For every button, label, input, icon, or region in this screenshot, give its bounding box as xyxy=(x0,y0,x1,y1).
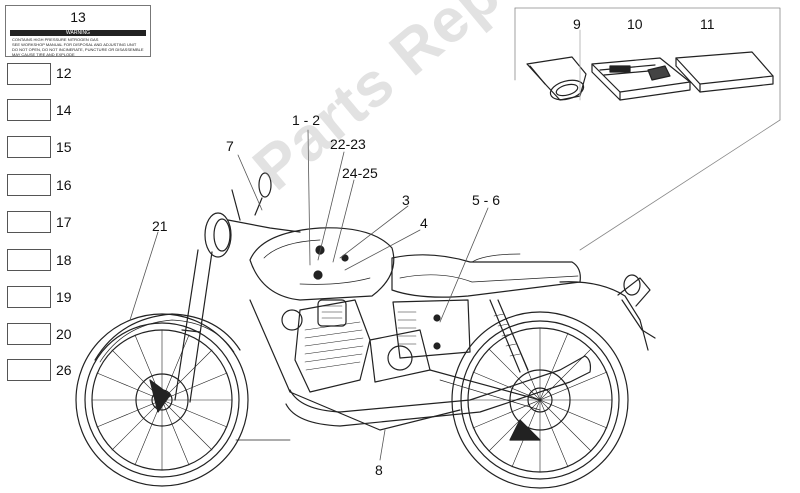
callout-11: 11 xyxy=(700,16,715,32)
kit-panel-outline xyxy=(514,7,781,121)
owner-book-11 xyxy=(675,51,774,93)
callout-5-6: 5 - 6 xyxy=(472,192,501,208)
sticker-number-18: 18 xyxy=(56,252,72,268)
sticker-number-20: 20 xyxy=(56,326,72,342)
warning-label-line: MAY CAUSE TIRE AND EXPLODE xyxy=(12,52,75,57)
sticker-box-16 xyxy=(7,174,51,196)
engine xyxy=(281,299,431,393)
callout-9: 9 xyxy=(573,16,581,32)
warning-label-number: 13 xyxy=(70,9,86,25)
sticker-number-12: 12 xyxy=(56,65,72,81)
fuel-tank xyxy=(249,227,395,301)
mirror xyxy=(258,172,272,198)
swingarm xyxy=(429,369,541,401)
mirror-stem xyxy=(254,197,263,216)
tail-light-mount xyxy=(617,277,651,307)
sticker-box-17 xyxy=(7,211,51,233)
sticker-number-14: 14 xyxy=(56,102,72,118)
rear-caliper xyxy=(509,419,541,441)
handlebar xyxy=(227,219,301,233)
sticker-number-26: 26 xyxy=(56,362,72,378)
tail-light xyxy=(623,274,641,296)
callout-22-23: 22-23 xyxy=(330,136,366,152)
sticker-box-12 xyxy=(7,63,51,85)
front-caliper xyxy=(149,379,171,413)
sticker-box-14 xyxy=(7,99,51,121)
kit-panel-outline xyxy=(579,119,781,251)
sticker-number-16: 16 xyxy=(56,177,72,193)
warning-label-13: 13 WARNING CONTAINS HIGH PRESSURE NITROG… xyxy=(5,5,151,57)
rear-frame xyxy=(559,281,649,351)
exhaust-pipe xyxy=(285,355,592,427)
sticker-box-20 xyxy=(7,323,51,345)
warning-label-heading: WARNING xyxy=(10,30,146,36)
sticker-number-15: 15 xyxy=(56,139,72,155)
warning-label-line: SEE WORKSHOP MANUAL FOR DISPOSAL AND ADJ… xyxy=(12,42,137,47)
side-panel xyxy=(392,299,471,359)
headlight xyxy=(204,212,232,258)
sticker-box-26 xyxy=(7,359,51,381)
sticker-box-15 xyxy=(7,136,51,158)
manual-kit-10 xyxy=(591,57,691,101)
callout-1-2: 1 - 2 xyxy=(292,112,321,128)
callout-10: 10 xyxy=(627,16,643,32)
callout-4: 4 xyxy=(420,215,428,231)
front-fender xyxy=(94,313,241,361)
callout-3: 3 xyxy=(402,192,410,208)
front-fork xyxy=(174,249,213,403)
callout-21: 21 xyxy=(152,218,168,234)
leader-lines xyxy=(129,29,581,461)
sticker-box-18 xyxy=(7,249,51,271)
sticker-number-17: 17 xyxy=(56,214,72,230)
seat xyxy=(391,254,581,298)
rear-shock xyxy=(489,299,521,373)
holder-tube-9 xyxy=(526,56,587,101)
warning-label-line: CONTAINS HIGH PRESSURE NITROGEN GAS xyxy=(12,37,99,42)
callout-24-25: 24-25 xyxy=(342,165,378,181)
callout-8: 8 xyxy=(375,462,383,478)
warning-label-line: DO NOT OPEN, DO NOT INCINERATE, PUNCTURE… xyxy=(12,47,144,52)
callout-7: 7 xyxy=(226,138,234,154)
sticker-number-19: 19 xyxy=(56,289,72,305)
sticker-box-19 xyxy=(7,286,51,308)
frame-lower xyxy=(249,299,461,431)
